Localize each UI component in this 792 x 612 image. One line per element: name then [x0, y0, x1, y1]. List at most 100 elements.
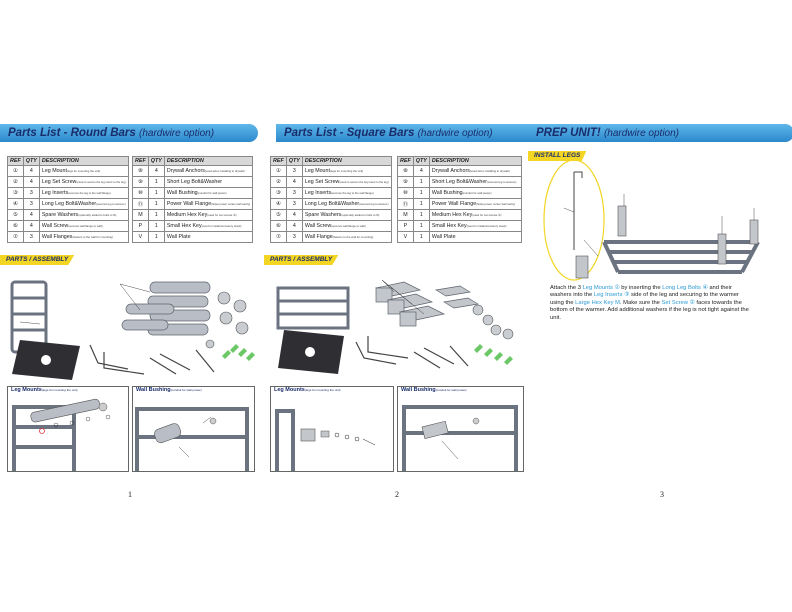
desc-cell: Medium Hex Key(used for set screws ②)	[163, 209, 254, 221]
desc-cell: Long Leg Bolt&Washer(secures leg to warm…	[301, 198, 393, 210]
ref-cell: ⑥	[7, 220, 24, 232]
qty-cell: 1	[412, 220, 430, 232]
page-title-banner: Parts List - Round Bars (hardwire option…	[0, 124, 258, 142]
ref-cell: ①	[270, 165, 287, 177]
desc-text: Long Leg Bolt&Washer	[41, 201, 97, 207]
desc-cell: Wall Bushing(conduit for wall power)	[428, 187, 523, 199]
qty-cell: 1	[147, 176, 165, 188]
col-description: DESCRIPTION	[301, 156, 393, 166]
desc-cell: Spare Washers(optionally added to bolts …	[38, 209, 129, 221]
install-instructions: Attach the 3 Leg Mounts ① by inserting t…	[550, 285, 750, 322]
desc-note: (legs for mounting the unit)	[66, 169, 101, 173]
page-number: 1	[128, 490, 132, 499]
desc-note: (secures leg to warmer)	[487, 180, 517, 184]
leg-mounts-panel: Leg Mounts(legs for mounting the unit)	[7, 386, 129, 472]
desc-note: (fastens to the wall for mounting)	[332, 235, 374, 239]
desc-note: (legs for mounting the unit)	[329, 169, 364, 173]
desc-note: (secures the leg to the wall flange)	[331, 191, 374, 195]
page-subtitle: (hardwire option)	[139, 128, 215, 139]
page-subtitle: (hardwire option)	[417, 128, 493, 139]
desc-text: Wall Bushing	[431, 190, 463, 196]
panel-label-text: Leg Mounts	[11, 387, 42, 393]
panel-label-note: (legs for mounting the unit)	[304, 388, 341, 392]
qty-cell: 3	[285, 165, 303, 177]
desc-note: (secures leg to warmer)	[96, 202, 126, 206]
desc-note: (hides power center wall cavity)	[211, 202, 251, 206]
install-legs-illustration	[543, 159, 760, 281]
desc-cell: Leg Mount(legs for mounting the unit)	[301, 165, 393, 177]
desc-note: (secures leg to warmer)	[359, 202, 389, 206]
panel-label-note: (conduit for wall power)	[170, 388, 202, 392]
page-1: Parts List - Round Bars (hardwire option…	[0, 0, 264, 612]
desc-cell: Wall Screw(secures wall flange to wall)	[38, 220, 129, 232]
ref-cell: ⑤	[270, 209, 287, 221]
desc-note: (secures wall flange to wall)	[68, 224, 103, 228]
ref-cell: ⑦	[7, 231, 24, 243]
desc-note: (used to install Accessory Hook)	[201, 224, 242, 228]
desc-note: (secures the leg to the wall flange)	[68, 191, 111, 195]
col-ref: REF	[7, 156, 24, 166]
col-description: DESCRIPTION	[163, 156, 254, 166]
desc-text: Leg Set Screw	[41, 179, 77, 185]
desc-cell: Long Leg Bolt&Washer(secures leg to warm…	[38, 198, 129, 210]
qty-cell: 4	[285, 209, 303, 221]
col-description: DESCRIPTION	[428, 156, 523, 166]
desc-note: (secures wall flange to wall)	[331, 224, 366, 228]
panel-label-text: Wall Bushing	[136, 387, 171, 393]
instr-highlight: Leg Inserts ③	[593, 292, 630, 299]
desc-note: (used to secure the leg insert to the le…	[339, 180, 389, 184]
desc-text: Short Leg Bolt&Washer	[431, 179, 488, 185]
desc-text: Spare Washers	[304, 212, 342, 218]
qty-cell: 4	[22, 209, 40, 221]
desc-text: Drywall Anchors	[166, 168, 205, 174]
desc-text: Wall Screw	[304, 223, 332, 229]
ref-cell: ⑪	[397, 198, 414, 210]
ref-cell: ④	[7, 198, 24, 210]
desc-cell: Medium Hex Key(used for set screws ②)	[428, 209, 523, 221]
qty-cell: 1	[412, 209, 430, 221]
page-subtitle: (hardwire option)	[603, 128, 679, 139]
desc-note: (used for set screws ②)	[472, 213, 502, 217]
parts-assembly-tag: PARTS / ASSEMBLY	[264, 255, 339, 265]
ref-cell: ⑥	[270, 220, 287, 232]
qty-cell: 1	[147, 209, 165, 221]
qty-cell: 4	[285, 220, 303, 232]
desc-cell: Wall Plate	[163, 231, 254, 243]
highlight-oval	[543, 159, 605, 281]
desc-cell: Short Leg Bolt&Washer	[163, 176, 254, 188]
wall-bushing-panel: Wall Bushing(conduit for wall power)	[397, 386, 524, 472]
panel-label: Leg Mounts(legs for mounting the unit)	[271, 387, 344, 393]
desc-text: Medium Hex Key	[166, 212, 208, 218]
desc-text: Wall Flange	[304, 234, 333, 240]
qty-cell: 1	[412, 198, 430, 210]
desc-note: (used for set screws ②)	[207, 213, 237, 217]
desc-cell: Wall Flanges(fastens to the wall for mou…	[38, 231, 129, 243]
qty-cell: 3	[22, 198, 40, 210]
desc-cell: Small Hex Key(used to install Accessory …	[163, 220, 254, 232]
desc-cell: Power Wall Flange(hides power center wal…	[428, 198, 523, 210]
desc-cell: Leg Inserts(secures the leg to the wall …	[301, 187, 393, 199]
desc-note: (optionally added to bolts to fit)	[78, 213, 117, 217]
ref-cell: ①	[7, 165, 24, 177]
ref-cell: ⑪	[132, 198, 149, 210]
ref-cell: ⑤	[7, 209, 24, 221]
page-title-banner: Parts List - Square Bars (hardwire optio…	[276, 124, 536, 142]
desc-note: (fastens to the wall for mounting)	[72, 235, 113, 239]
qty-cell: 1	[147, 187, 165, 199]
instr-text: faces towards the bottom of the warmer. …	[550, 299, 749, 321]
desc-text: Wall Flanges	[41, 234, 73, 240]
instr-highlight: Large Hex Key M	[575, 299, 620, 306]
qty-cell: 1	[147, 220, 165, 232]
instr-text: . Make sure the	[619, 299, 662, 306]
desc-cell: Wall Bushing(conduit for wall power)	[163, 187, 254, 199]
desc-text: Power Wall Flange	[431, 201, 477, 207]
